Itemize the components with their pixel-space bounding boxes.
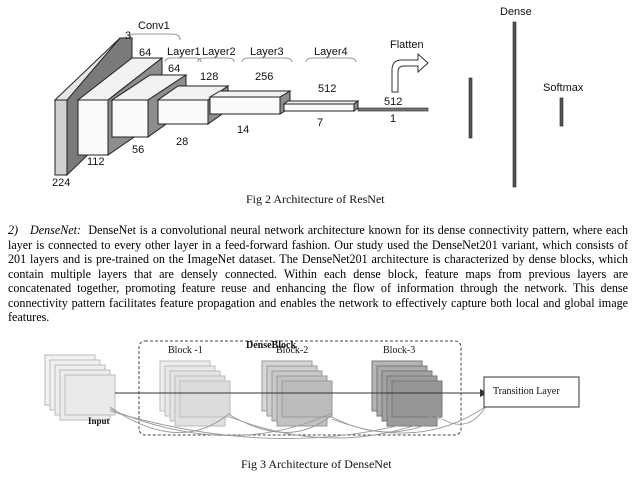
block-3-stack	[371, 360, 443, 427]
size-224-label: 224	[52, 177, 71, 189]
densenet-paragraph: 2) DenseNet: DenseNet is a convolutional …	[8, 223, 628, 325]
flat-size-label: 512	[384, 96, 403, 108]
size-14-label: 14	[237, 124, 250, 136]
size-28-label: 28	[176, 136, 189, 148]
dense-block-container	[138, 340, 462, 436]
flat-vector	[357, 107, 429, 112]
resnet-figure: Conv1 3 64 Layer1 Layer2 Layer3 Layer4 6…	[0, 0, 642, 200]
flatten-label: Flatten	[390, 39, 424, 51]
block-3-label: Block-3	[383, 345, 416, 356]
softmax-label: Softmax	[543, 82, 584, 94]
layer1-block-front	[111, 99, 149, 138]
section-text: DenseNet is a convolutional neural netwo…	[8, 223, 629, 324]
block-2-label: Block-2	[276, 345, 309, 356]
dense-connections	[109, 402, 489, 439]
layer4-channels-label: 512	[318, 83, 337, 95]
bracket-layer3	[241, 57, 293, 63]
fc-bar-1	[468, 77, 473, 139]
fig2-caption: Fig 2 Architecture of ResNet	[246, 192, 385, 206]
layer3-block-top	[208, 90, 292, 98]
size-7-label: 7	[317, 117, 324, 129]
softmax-bar	[559, 97, 564, 127]
section-number: 2)	[8, 223, 19, 237]
densenet-figure: DenseBlock Input Block -1 Block-2 Block-…	[0, 335, 642, 453]
bracket-layer1	[164, 57, 202, 63]
block-1-label: Block -1	[168, 345, 203, 356]
dense-label: Dense	[500, 6, 532, 18]
layer2-label: Layer2	[202, 46, 236, 58]
layer3-block-front	[209, 96, 281, 115]
block-2-stack	[261, 360, 333, 427]
size-112-label: 112	[87, 156, 105, 168]
conv1-block-front	[77, 99, 109, 156]
input-slab-front	[54, 99, 68, 176]
channels-3-label: 3	[125, 30, 132, 42]
dense-bar	[512, 21, 517, 188]
flatten-arrow	[391, 52, 429, 93]
layer4-block-front	[283, 103, 355, 112]
conv1-channels-label: 64	[139, 47, 152, 59]
layer2-block-front	[157, 99, 209, 125]
transition-layer-box	[483, 376, 580, 408]
size-56-label: 56	[132, 144, 145, 156]
bracket-layer2	[197, 57, 235, 63]
layer3-label: Layer3	[250, 46, 284, 58]
block-1-stack	[159, 360, 231, 427]
bracket-layer4	[305, 57, 357, 63]
section-term: DenseNet:	[30, 223, 82, 237]
input-label: Input	[88, 416, 110, 426]
conv1-label: Conv1	[138, 20, 170, 32]
layer1-label: Layer1	[167, 46, 201, 58]
transition-layer-label: Transition Layer	[493, 386, 560, 397]
resnet-diagram	[53, 21, 564, 188]
input-stack	[44, 354, 116, 421]
layer2-channels-label: 128	[200, 71, 219, 83]
bracket-conv1	[127, 33, 181, 41]
fig3-caption: Fig 3 Architecture of DenseNet	[241, 457, 392, 471]
layer4-label: Layer4	[314, 46, 348, 58]
size-1-label: 1	[390, 113, 397, 125]
dense-block-title: DenseBlock	[246, 340, 296, 351]
layer3-channels-label: 256	[255, 71, 274, 83]
layer1-channels-label: 64	[168, 63, 181, 75]
densenet-diagram	[44, 340, 580, 439]
